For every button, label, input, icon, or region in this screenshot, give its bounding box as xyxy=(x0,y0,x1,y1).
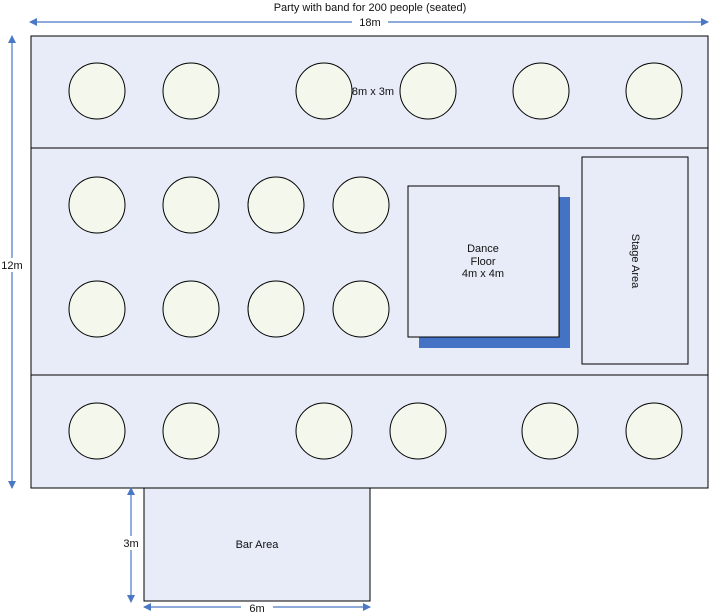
dance-floor xyxy=(407,185,560,338)
top-row-tables xyxy=(68,62,683,120)
bar-area xyxy=(143,487,371,602)
round-table xyxy=(68,62,126,120)
round-table xyxy=(247,280,305,338)
top-section xyxy=(30,35,709,149)
round-table xyxy=(295,402,353,460)
bottom-section xyxy=(30,374,709,489)
round-table xyxy=(162,402,220,460)
stage-area-label: Stage Area xyxy=(629,234,641,289)
top-row-size-label: 8m x 3m xyxy=(352,86,394,98)
dance-floor-label-line1: Dance xyxy=(467,243,499,255)
bar-height-dimension-label: 3m xyxy=(123,538,138,550)
round-table xyxy=(332,176,390,234)
round-table xyxy=(68,280,126,338)
stage-area xyxy=(581,156,689,365)
bottom-row-tables xyxy=(68,402,683,460)
bar-area-label: Bar Area xyxy=(236,539,280,551)
round-table xyxy=(68,402,126,460)
round-table xyxy=(521,402,579,460)
round-table xyxy=(68,176,126,234)
round-table xyxy=(399,62,457,120)
round-table xyxy=(512,62,570,120)
round-table xyxy=(389,402,447,460)
round-table xyxy=(162,280,220,338)
width-dimension-label: 18m xyxy=(359,17,380,29)
round-table xyxy=(162,176,220,234)
round-table xyxy=(162,62,220,120)
round-table xyxy=(625,62,683,120)
dance-floor-label-line3: 4m x 4m xyxy=(462,268,504,280)
bar-width-dimension-label: 6m xyxy=(249,603,264,615)
round-table xyxy=(295,62,353,120)
round-table xyxy=(625,402,683,460)
round-table xyxy=(247,176,305,234)
diagram-title: Party with band for 200 people (seated) xyxy=(274,2,467,14)
dance-floor-label-line2: Floor xyxy=(470,256,495,268)
middle-section-tables xyxy=(68,176,390,338)
height-dimension-label: 12m xyxy=(1,260,22,272)
round-table xyxy=(332,280,390,338)
